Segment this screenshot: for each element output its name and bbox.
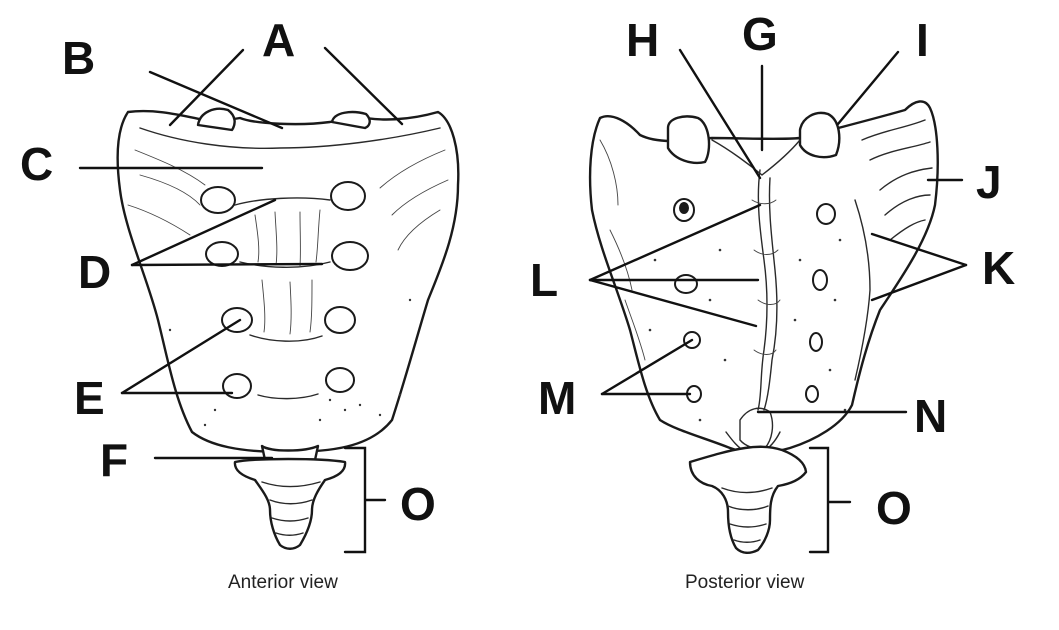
label-d: D xyxy=(78,246,111,298)
posterior-auricular-surface xyxy=(861,119,933,241)
leader-k-1 xyxy=(870,232,968,267)
anterior-sup-process-right xyxy=(330,110,371,130)
posterior-foramen-4R xyxy=(805,385,819,403)
anterior-foramen-3R xyxy=(324,306,356,334)
label-i: I xyxy=(916,14,929,66)
posterior-sup-process-right xyxy=(798,111,841,159)
anterior-foramen-4L xyxy=(222,373,252,399)
leader-k-2 xyxy=(870,263,968,302)
leader-l-3 xyxy=(588,278,758,328)
leader-h xyxy=(678,48,762,180)
anterior-dot-texture xyxy=(168,298,412,427)
leader-d-2 xyxy=(130,262,324,267)
anterior-foramen-1R xyxy=(330,181,366,211)
anterior-sup-process-left xyxy=(196,107,236,132)
leader-m-1 xyxy=(600,338,694,396)
posterior-view: H G I J K L M N O Posterior view xyxy=(530,8,1015,593)
label-b: B xyxy=(62,32,95,84)
posterior-coccyx xyxy=(688,445,808,554)
leader-d-1 xyxy=(130,198,277,267)
anterior-ala-left-texture xyxy=(127,149,206,236)
caption-posterior: Posterior view xyxy=(685,572,805,593)
bracket-o-anterior xyxy=(343,446,387,554)
posterior-coccyx-segments xyxy=(721,487,773,543)
posterior-crest-tubercles xyxy=(751,199,781,355)
posterior-foramen-2R xyxy=(812,269,828,291)
anterior-body-texture xyxy=(254,209,321,335)
anterior-transverse-ridge-1 xyxy=(234,197,331,206)
label-g: G xyxy=(742,8,778,60)
anterior-transverse-ridge-3 xyxy=(249,334,323,342)
anterior-base-rim xyxy=(139,127,441,149)
anterior-view: A B C D E F O Anterior view xyxy=(20,14,460,593)
posterior-foramen-2L xyxy=(674,274,698,294)
anterior-foramen-1L xyxy=(200,186,236,214)
posterior-foramen-3R xyxy=(809,332,823,352)
label-l: L xyxy=(530,254,558,306)
posterior-dot-texture xyxy=(648,238,847,422)
posterior-canal-edge xyxy=(711,139,801,176)
posterior-sacrum-outline xyxy=(588,100,939,454)
label-o-anterior: O xyxy=(400,478,436,530)
label-f: F xyxy=(100,434,128,486)
posterior-ala-left-texture xyxy=(599,139,646,361)
anterior-foramen-2R xyxy=(331,241,369,271)
caption-anterior: Anterior view xyxy=(228,572,338,593)
anterior-foramen-4R xyxy=(325,367,355,393)
leader-b xyxy=(148,70,284,130)
posterior-median-crest-2 xyxy=(763,177,778,411)
label-o-posterior: O xyxy=(876,482,912,534)
label-c: C xyxy=(20,138,53,190)
label-j: J xyxy=(976,156,1002,208)
anterior-coccyx-segments xyxy=(261,481,321,536)
posterior-lateral-crest xyxy=(854,199,871,381)
leader-l-1 xyxy=(588,203,762,282)
leader-a-left xyxy=(168,48,245,127)
leader-e-1 xyxy=(120,318,242,395)
anterior-foramen-2L xyxy=(205,241,239,267)
anterior-ala-right-texture xyxy=(379,149,449,251)
label-e: E xyxy=(74,372,105,424)
anterior-transverse-ridge-4 xyxy=(257,393,319,400)
posterior-median-crest xyxy=(757,169,768,411)
label-m: M xyxy=(538,372,576,424)
leader-a-right xyxy=(323,46,404,126)
posterior-sacral-hiatus xyxy=(739,407,774,450)
posterior-sup-process-left xyxy=(666,115,711,164)
posterior-foramen-1R xyxy=(816,203,836,225)
posterior-foramen-1L-dark xyxy=(679,202,689,214)
label-k: K xyxy=(982,242,1015,294)
anterior-sacrum-outline xyxy=(116,109,460,454)
label-n: N xyxy=(914,390,947,442)
label-a: A xyxy=(262,14,295,66)
bracket-o-posterior xyxy=(808,446,852,554)
leader-i xyxy=(836,50,900,126)
label-h: H xyxy=(626,14,659,66)
